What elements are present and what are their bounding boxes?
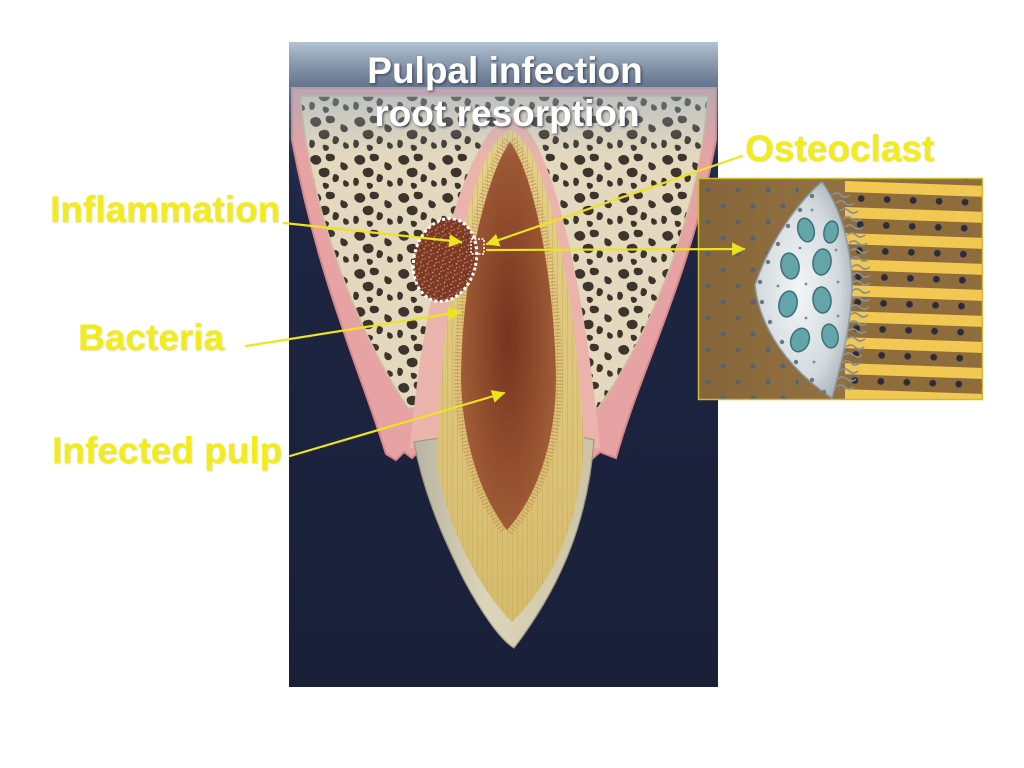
- bone-lamellae: [845, 179, 982, 399]
- infected-pulp-leader: [288, 390, 506, 458]
- inflammation-leader: [282, 221, 463, 248]
- infected-pulp: [461, 142, 556, 530]
- title-line-2: root resorption: [374, 93, 639, 134]
- nucleus: [780, 252, 800, 280]
- title-line-1: Pulpal infection: [367, 50, 642, 91]
- label-inflammation: Inflammation: [50, 189, 280, 230]
- nucleus: [789, 327, 811, 353]
- osteoclast-leader: [485, 154, 744, 247]
- nucleus: [812, 248, 832, 276]
- bacteria-leader: [244, 307, 462, 348]
- magnify-arrow: [485, 242, 746, 256]
- label-osteoclast: Osteoclast: [745, 128, 934, 169]
- nucleus: [812, 286, 832, 314]
- illustration-panel: Pulpal infection root resorption: [289, 42, 718, 687]
- nucleus: [796, 217, 816, 243]
- labels: Inflammation Osteoclast Bacteria Infecte…: [50, 128, 934, 471]
- leader-lines: [244, 154, 746, 458]
- label-infected-pulp: Infected pulp: [52, 430, 282, 471]
- inset-border: [697, 177, 984, 401]
- panel-top-glow: [289, 42, 718, 157]
- osteoclast-rim-dots: [757, 193, 827, 395]
- cytoplasm-granules: [776, 208, 840, 364]
- nucleus: [823, 220, 839, 244]
- ruffled-border: [831, 192, 871, 390]
- nucleus: [778, 290, 798, 318]
- osteoclast-nuclei: [778, 217, 839, 353]
- nucleus: [821, 323, 839, 349]
- osteoclast-inset: [699, 179, 982, 399]
- label-bacteria: Bacteria: [78, 317, 224, 358]
